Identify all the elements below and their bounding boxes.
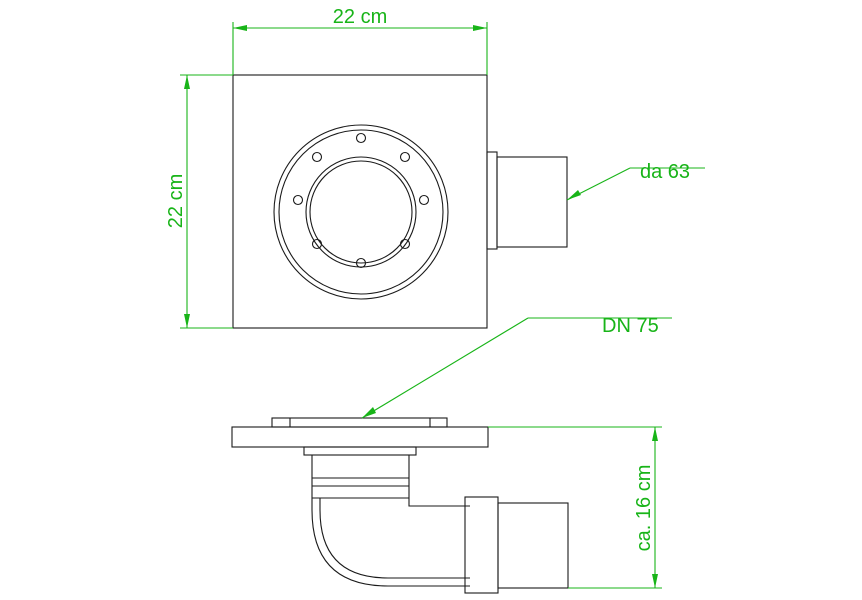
square-body	[232, 74, 488, 329]
arrow-head	[652, 427, 658, 441]
bolt-hole	[355, 132, 367, 144]
bolt-hole	[418, 194, 430, 206]
arrow-head	[473, 25, 487, 31]
neck-ring	[303, 446, 417, 456]
grate-rim	[271, 417, 448, 428]
bolt-hole	[355, 257, 367, 269]
side-view	[231, 417, 569, 594]
drain-opening-outer	[305, 156, 417, 268]
bolt-hole	[292, 194, 304, 206]
top-view	[232, 74, 568, 329]
outlet-socket	[464, 496, 499, 594]
flange-outer-ring	[273, 124, 449, 300]
outlet-label: da 63	[640, 161, 690, 183]
elbow-outer	[311, 498, 470, 587]
arrow-head	[233, 25, 247, 31]
drain-opening-inner	[309, 160, 413, 264]
bolt-hole	[311, 151, 323, 163]
bolt-hole	[311, 238, 323, 250]
outlet-pipe	[496, 156, 568, 248]
flange-label: DN 75	[602, 315, 659, 337]
arrow-head	[567, 190, 581, 200]
riser-pipe	[311, 455, 410, 499]
flange-plate	[231, 426, 489, 448]
dim-outlet-leader: da 63	[566, 161, 705, 201]
side-height-label: ca. 16 cm	[633, 465, 655, 552]
outlet-collar	[486, 151, 498, 250]
elbow-top	[408, 498, 470, 507]
dim-side-height: ca. 16 cm	[488, 426, 662, 589]
dim-flange-leader: DN 75	[361, 315, 672, 419]
outlet-pipe-top	[486, 151, 568, 250]
arrow-head	[362, 407, 376, 418]
bolt-holes	[292, 132, 430, 269]
dim-top-width: 22 cm	[232, 6, 488, 75]
bolt-hole	[399, 151, 411, 163]
bolt-hole	[399, 238, 411, 250]
arrow-head	[652, 574, 658, 588]
outlet-pipe-side	[497, 502, 569, 589]
arrow-head	[184, 314, 190, 328]
arrow-head	[184, 75, 190, 89]
flange-inner-ring	[278, 129, 444, 295]
elbow-inner-line	[319, 498, 470, 579]
dim-left-height: 22 cm	[165, 74, 233, 329]
left-height-label: 22 cm	[165, 174, 187, 228]
top-width-label: 22 cm	[333, 6, 387, 28]
